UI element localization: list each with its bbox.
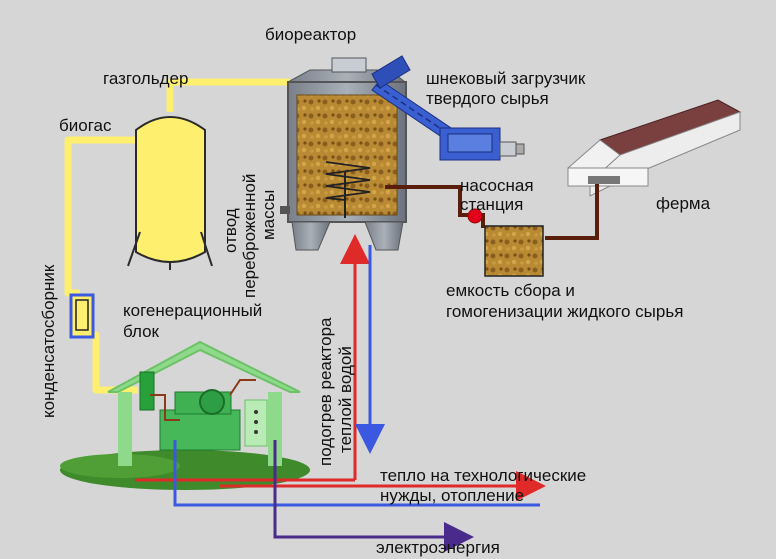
label-heating-2: теплой водой <box>336 346 355 453</box>
label-tank-1: емкость сбора и <box>446 281 575 300</box>
label-gasholder: газгольдер <box>103 69 189 88</box>
bioreactor <box>280 57 407 251</box>
electricity-line <box>273 440 474 552</box>
slurry-pipeline <box>385 184 599 240</box>
condensate-collector <box>69 293 95 339</box>
screw-loader <box>371 55 525 161</box>
cogeneration-unit <box>60 340 310 490</box>
label-drain-3: массы <box>259 189 278 240</box>
label-tank-2: гомогенизации жидкого сырья <box>446 302 684 321</box>
label-pump-station-1: насосная <box>460 176 534 195</box>
label-drain-1: отвод <box>221 208 240 253</box>
label-heat-1: тепло на технологические <box>380 466 587 485</box>
collection-tank <box>484 225 544 277</box>
label-cogen-1: когенерационный <box>123 301 263 320</box>
label-heat-2: нужды, отопление <box>380 486 525 505</box>
label-farm: ферма <box>656 194 711 213</box>
label-bioreactor: биореактор <box>265 25 357 44</box>
label-pump-station-2: станция <box>460 195 524 214</box>
label-drain-2: переброженной <box>240 173 259 298</box>
farm-building <box>567 99 742 197</box>
label-screw-loader-2: твердого сырья <box>426 89 549 108</box>
cold-water-line <box>173 245 540 507</box>
gas-holder <box>127 116 213 270</box>
label-biogas: биогас <box>59 116 112 135</box>
pump-station-icon <box>467 208 483 224</box>
label-condensate: конденсатосборник <box>39 264 58 418</box>
label-cogen-2: блок <box>123 322 159 341</box>
label-electricity: электроэнергия <box>376 538 500 557</box>
label-heating-1: подогрев реактора <box>316 317 335 466</box>
label-screw-loader-1: шнековый загрузчик <box>426 69 586 88</box>
